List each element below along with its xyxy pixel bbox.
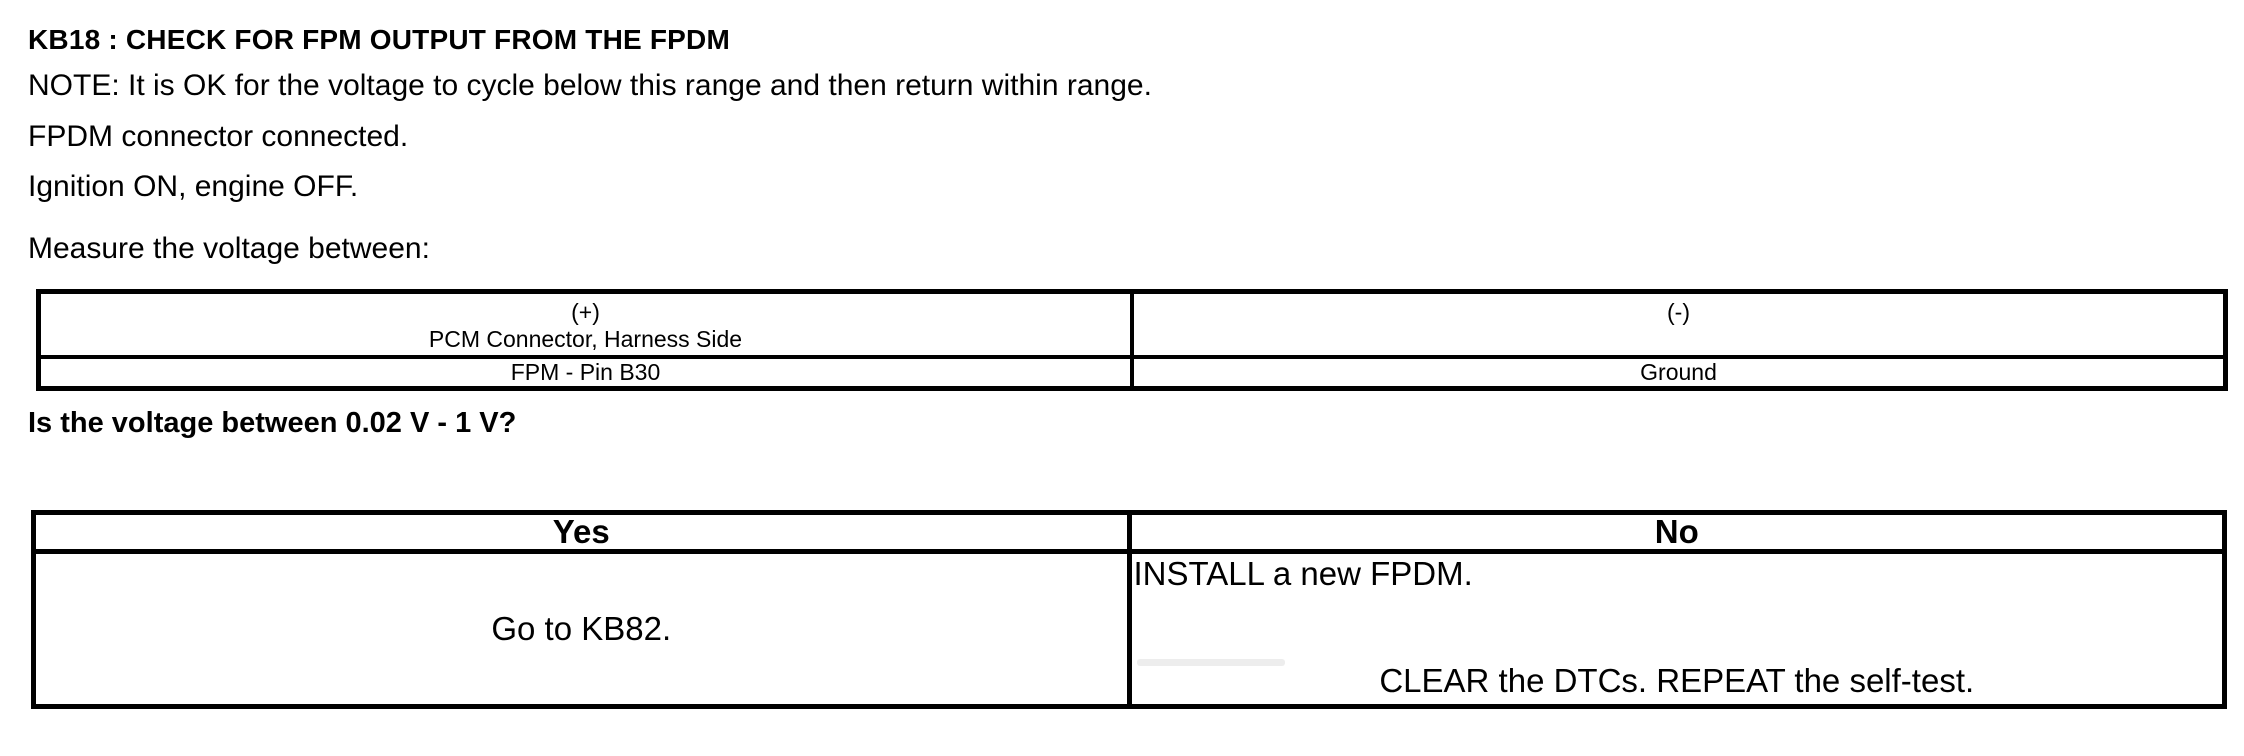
- negative-terminal-header-cell: (-): [1130, 289, 2228, 359]
- no-action-cell: INSTALL a new FPDM. CLEAR the DTCs. REPE…: [1126, 549, 2227, 709]
- no-header-cell: No: [1126, 510, 2227, 554]
- faded-text-artifact: [1137, 659, 1285, 666]
- positive-terminal-header-cell: (+) PCM Connector, Harness Side: [36, 289, 1134, 359]
- yes-header-cell: Yes: [31, 510, 1132, 554]
- decision-table: Yes No Go to KB82. INSTALL a new FPDM. C…: [31, 510, 2227, 709]
- yes-action-cell: Go to KB82.: [31, 549, 1132, 709]
- no-action-clear-line: CLEAR the DTCs. REPEAT the self-test.: [1379, 662, 1975, 699]
- condition-line-ignition: Ignition ON, engine OFF.: [28, 170, 359, 203]
- measurement-table: (+) PCM Connector, Harness Side (-) FPM …: [36, 289, 2228, 391]
- decision-table-action-row: Go to KB82. INSTALL a new FPDM. CLEAR th…: [31, 549, 2227, 709]
- decision-question: Is the voltage between 0.02 V - 1 V?: [28, 407, 517, 439]
- procedure-title: KB18 : CHECK FOR FPM OUTPUT FROM THE FPD…: [28, 24, 730, 55]
- positive-pin-cell: FPM - Pin B30: [36, 355, 1134, 391]
- condition-line-fpdm-connector: FPDM connector connected.: [28, 120, 409, 153]
- positive-connector-label: PCM Connector, Harness Side: [428, 326, 743, 352]
- positive-sign-label: (+): [571, 299, 600, 325]
- negative-pin-cell: Ground: [1130, 355, 2228, 391]
- measurement-table-header-row: (+) PCM Connector, Harness Side (-): [36, 289, 2228, 359]
- no-action-stack: INSTALL a new FPDM. CLEAR the DTCs. REPE…: [1132, 554, 2223, 704]
- note-line: NOTE: It is OK for the voltage to cycle …: [28, 69, 1152, 102]
- negative-sign-label: (-): [1667, 299, 1690, 325]
- measure-instruction-line: Measure the voltage between:: [28, 232, 430, 265]
- decision-table-header-row: Yes No: [31, 510, 2227, 554]
- measurement-table-pin-row: FPM - Pin B30 Ground: [36, 355, 2228, 391]
- no-action-install-line: INSTALL a new FPDM.: [1133, 555, 1473, 592]
